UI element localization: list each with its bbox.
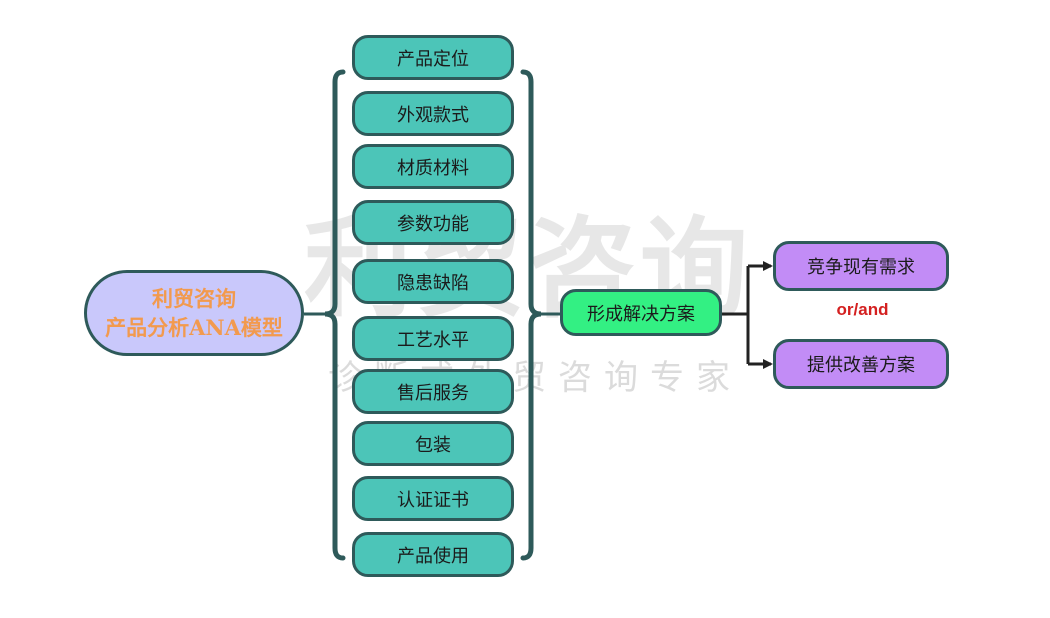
outcome-node-compete: 竞争现有需求 <box>773 241 949 291</box>
item-node: 参数功能 <box>352 200 514 245</box>
outcome-node-improve: 提供改善方案 <box>773 339 949 389</box>
item-node: 认证证书 <box>352 476 514 521</box>
item-node: 外观款式 <box>352 91 514 136</box>
or-and-label: or/and <box>836 300 889 319</box>
item-node: 售后服务 <box>352 369 514 414</box>
item-node: 工艺水平 <box>352 316 514 361</box>
right-brace <box>520 69 542 561</box>
item-node: 产品使用 <box>352 532 514 577</box>
left-brace <box>324 69 346 561</box>
item-node: 材质材料 <box>352 144 514 189</box>
root-title: 利贸咨询 <box>152 286 236 311</box>
solution-node: 形成解决方案 <box>560 289 722 336</box>
item-node: 包装 <box>352 421 514 466</box>
item-node: 隐患缺陷 <box>352 259 514 304</box>
root-subtitle: 产品分析ANA模型 <box>105 315 283 340</box>
item-node: 产品定位 <box>352 35 514 80</box>
root-node: 利贸咨询 产品分析ANA模型 <box>84 270 304 356</box>
